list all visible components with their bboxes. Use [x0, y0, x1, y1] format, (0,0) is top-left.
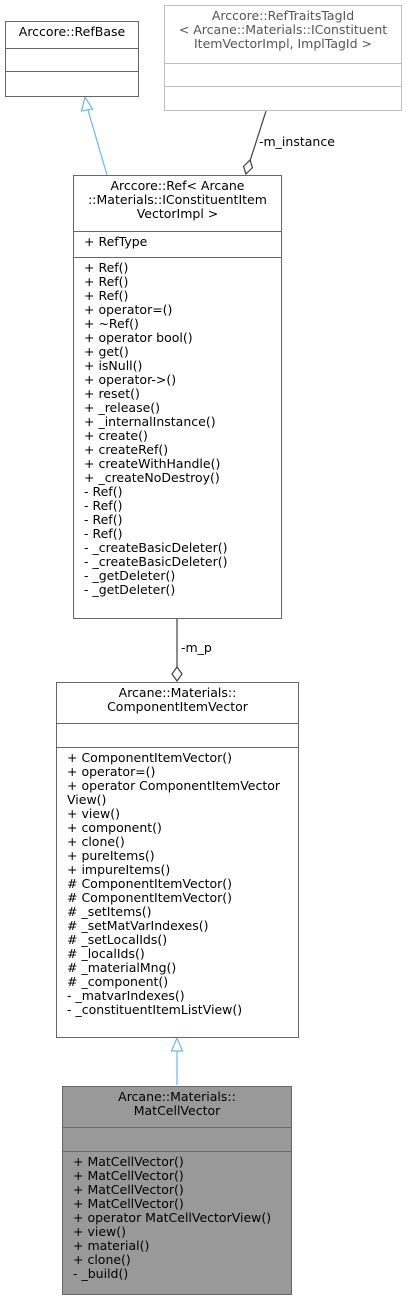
- methods-section: [165, 86, 401, 109]
- member-line[interactable]: + operator=(): [84, 302, 173, 317]
- association-edge-m-instance: [249, 110, 267, 162]
- member-line[interactable]: # _setLocalIds(): [67, 932, 168, 947]
- member-line[interactable]: + MatCellVector(): [73, 1196, 184, 1211]
- member-line[interactable]: - Ref(): [84, 498, 123, 513]
- class-node-reftraits[interactable]: Arccore::RefTraitsTagId< Arcane::Materia…: [164, 5, 402, 111]
- member-line[interactable]: + operator MatCellVectorView(): [73, 1210, 272, 1225]
- member-line[interactable]: - Ref(): [84, 512, 123, 527]
- member-line[interactable]: + _internalInstance(): [84, 414, 216, 429]
- class-title-line: Arccore::RefTraitsTagId: [211, 8, 355, 23]
- member-line[interactable]: + ~Ref(): [84, 316, 139, 331]
- member-line[interactable]: - _createBasicDeleter(): [84, 554, 228, 569]
- attributes-section: [6, 48, 138, 71]
- member-line[interactable]: + get(): [84, 344, 129, 359]
- class-title-line: Arcane::Materials::: [118, 685, 237, 700]
- member-line[interactable]: - Ref(): [84, 526, 123, 541]
- class-title-line: < Arcane::Materials::IConstituent: [178, 22, 388, 37]
- class-title-line: Arccore::Ref< Arcane: [110, 178, 245, 193]
- member-line[interactable]: + view(): [73, 1224, 126, 1239]
- class-title: Arccore::Ref< Arcane::Materials::IConsti…: [74, 176, 281, 231]
- class-node-refbase[interactable]: Arccore::RefBase: [5, 21, 139, 97]
- class-title-line: ::Materials::IConstituentItem: [88, 192, 267, 207]
- member-line[interactable]: - _constituentItemListView(): [67, 1002, 243, 1017]
- attributes-section: [165, 63, 401, 86]
- member-line[interactable]: - _build(): [73, 1266, 129, 1281]
- class-node-ref[interactable]: Arccore::Ref< Arcane::Materials::IConsti…: [73, 175, 282, 619]
- member-line[interactable]: # _localIds(): [67, 946, 145, 961]
- aggregation-diamond-m-instance: [242, 158, 254, 176]
- inheritance-arrowhead-refbase: [80, 95, 94, 112]
- class-title: Arcane::Materials::ComponentItemVector: [57, 683, 298, 723]
- class-node-mat-cell-vector[interactable]: Arcane::Materials::MatCellVector + MatCe…: [62, 1086, 292, 1295]
- class-title-line: ItemVectorImpl, ImplTagId >: [193, 36, 372, 51]
- inheritance-edge-ref-refbase: [87, 109, 108, 176]
- member-line[interactable]: # _component(): [67, 974, 169, 989]
- methods-section: + ComponentItemVector()+ operator=()+ op…: [57, 747, 298, 1021]
- member-line[interactable]: + create(): [84, 428, 148, 443]
- member-line[interactable]: - _getDeleter(): [84, 568, 176, 583]
- member-line[interactable]: + view(): [67, 806, 120, 821]
- member-line[interactable]: + Ref(): [84, 288, 129, 303]
- member-line[interactable]: + material(): [73, 1238, 150, 1253]
- member-line[interactable]: + MatCellVector(): [73, 1182, 184, 1197]
- attributes-section: [57, 723, 298, 747]
- member-line[interactable]: + impureItems(): [67, 862, 171, 877]
- methods-section: + MatCellVector()+ MatCellVector()+ MatC…: [63, 1151, 291, 1285]
- member-line[interactable]: + clone(): [67, 834, 125, 849]
- class-title-line: VectorImpl >: [136, 206, 219, 221]
- class-title: Arccore::RefBase: [6, 22, 138, 48]
- member-line[interactable]: # ComponentItemVector(): [67, 890, 233, 905]
- member-line[interactable]: + MatCellVector(): [73, 1168, 184, 1183]
- member-line[interactable]: + operator ComponentItemVector: [67, 778, 281, 793]
- inheritance-arrowhead-civ: [170, 1036, 184, 1052]
- methods-section: [6, 71, 138, 94]
- edge-label-m-p: -m_p: [181, 640, 212, 655]
- member-line[interactable]: + reset(): [84, 386, 140, 401]
- member-line[interactable]: + operator bool(): [84, 330, 193, 345]
- member-line[interactable]: - _matvarIndexes(): [67, 988, 185, 1003]
- edge-label-m-instance: -m_instance: [259, 134, 335, 149]
- member-line[interactable]: + clone(): [73, 1252, 131, 1267]
- member-line[interactable]: # _setMatVarIndexes(): [67, 918, 209, 933]
- member-line[interactable]: + RefType: [84, 234, 148, 249]
- member-line[interactable]: # _materialMng(): [67, 960, 177, 975]
- class-title-line: Arccore::RefBase: [18, 24, 126, 39]
- member-line[interactable]: + Ref(): [84, 260, 129, 275]
- member-line[interactable]: - Ref(): [84, 484, 123, 499]
- attributes-section: [63, 1127, 291, 1151]
- class-node-component-item-vector[interactable]: Arcane::Materials::ComponentItemVector +…: [56, 682, 299, 1038]
- class-title-line: MatCellVector: [133, 1103, 221, 1118]
- member-line[interactable]: # _setItems(): [67, 904, 152, 919]
- member-line[interactable]: + operator=(): [67, 764, 156, 779]
- class-title: Arcane::Materials::MatCellVector: [63, 1087, 291, 1127]
- member-line[interactable]: + isNull(): [84, 358, 143, 373]
- member-line[interactable]: + _release(): [84, 400, 161, 415]
- member-line[interactable]: - _getDeleter(): [84, 582, 176, 597]
- member-line[interactable]: + component(): [67, 820, 162, 835]
- methods-section: + Ref()+ Ref()+ Ref()+ operator=()+ ~Ref…: [74, 257, 281, 601]
- class-title-line: Arcane::Materials::: [118, 1089, 236, 1104]
- member-line[interactable]: + operator->(): [84, 372, 177, 387]
- class-title: Arccore::RefTraitsTagId< Arcane::Materia…: [165, 6, 401, 63]
- member-line[interactable]: + MatCellVector(): [73, 1154, 184, 1169]
- member-line[interactable]: + pureItems(): [67, 848, 155, 863]
- member-line[interactable]: # ComponentItemVector(): [67, 876, 233, 891]
- member-line[interactable]: + ComponentItemVector(): [67, 750, 233, 765]
- class-title-line: ComponentItemVector: [107, 699, 248, 714]
- member-line[interactable]: + _createNoDestroy(): [84, 470, 220, 485]
- attributes-section: + RefType: [74, 231, 281, 257]
- member-line[interactable]: + createRef(): [84, 442, 169, 457]
- aggregation-diamond-m-p: [171, 665, 183, 683]
- member-line[interactable]: + createWithHandle(): [84, 456, 221, 471]
- member-line[interactable]: - _createBasicDeleter(): [84, 540, 228, 555]
- member-line[interactable]: + Ref(): [84, 274, 129, 289]
- member-line[interactable]: View(): [67, 792, 107, 807]
